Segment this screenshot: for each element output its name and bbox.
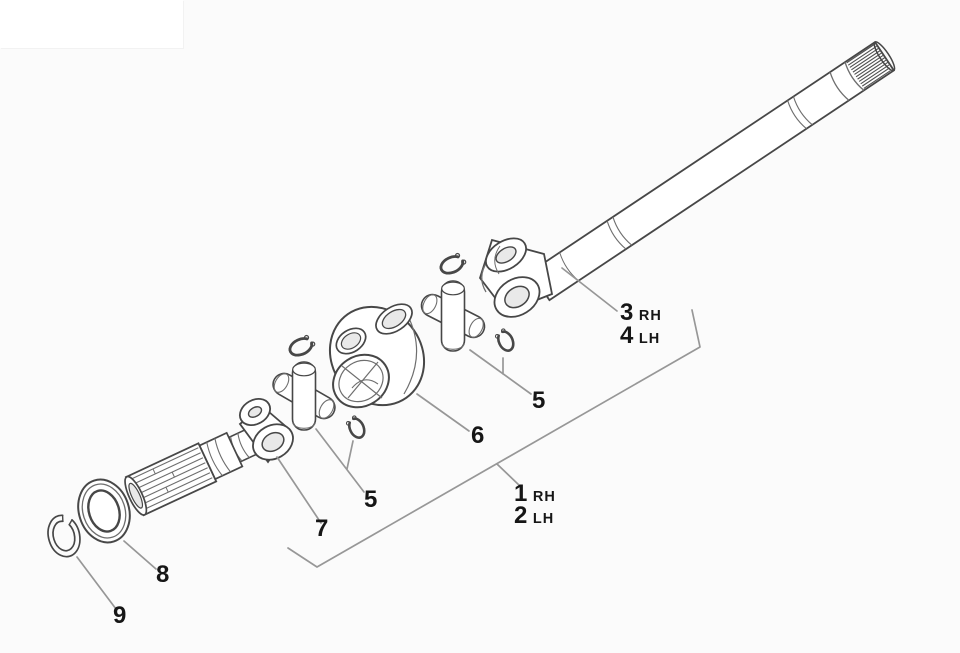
shaft-yoke [479, 237, 554, 318]
callout-number: 1 [514, 480, 528, 507]
snap-ring [494, 328, 515, 352]
callout-suffix: LH [638, 331, 661, 347]
stub-shaft-yoke [124, 397, 294, 517]
leader-line-7 [276, 456, 322, 524]
retaining-ring [47, 514, 81, 558]
leader-line-1-2 [496, 463, 522, 488]
leader-line-5-upper [469, 349, 532, 395]
snap-ring [439, 252, 467, 275]
spline-teeth [846, 44, 891, 89]
callout-8: 8 [156, 563, 170, 587]
callout-number: 5 [532, 387, 546, 414]
callout-number: 8 [156, 561, 170, 588]
callout-number: 6 [471, 422, 485, 449]
callout-5-lower: 5 [364, 488, 378, 512]
center-yoke [328, 303, 426, 409]
callout-7: 7 [315, 517, 329, 541]
snap-ring [345, 415, 366, 439]
u-joint-cross-upper [420, 280, 486, 352]
callout-suffix: LH [532, 511, 555, 527]
assembly-bracket [287, 309, 701, 568]
center-yoke-webs [341, 361, 383, 399]
leader-line-6 [416, 393, 470, 432]
callout-suffix: RH [532, 489, 556, 505]
callout-number: 2 [514, 502, 528, 529]
callout-number: 4 [620, 322, 634, 349]
snap-ring [288, 334, 316, 357]
callout-5-upper: 5 [532, 389, 546, 413]
leader-line-3-4 [561, 267, 618, 312]
seal-ring [77, 478, 131, 544]
callout-suffix: RH [638, 308, 662, 324]
axle-shaft [529, 40, 896, 302]
leader-line-5-lower [315, 428, 365, 493]
leader-line-9 [76, 556, 117, 610]
stub-spline-teeth [131, 447, 213, 510]
callout-number: 9 [113, 602, 127, 629]
u-joint-cross-lower [272, 361, 336, 431]
scan-artifact-patch [0, 0, 183, 48]
callout-number: 7 [315, 515, 329, 542]
callout-9: 9 [113, 604, 127, 628]
callout-number: 3 [620, 299, 634, 326]
callout-6: 6 [471, 424, 485, 448]
leader-line-8 [123, 540, 157, 570]
callout-number: 5 [364, 486, 378, 513]
